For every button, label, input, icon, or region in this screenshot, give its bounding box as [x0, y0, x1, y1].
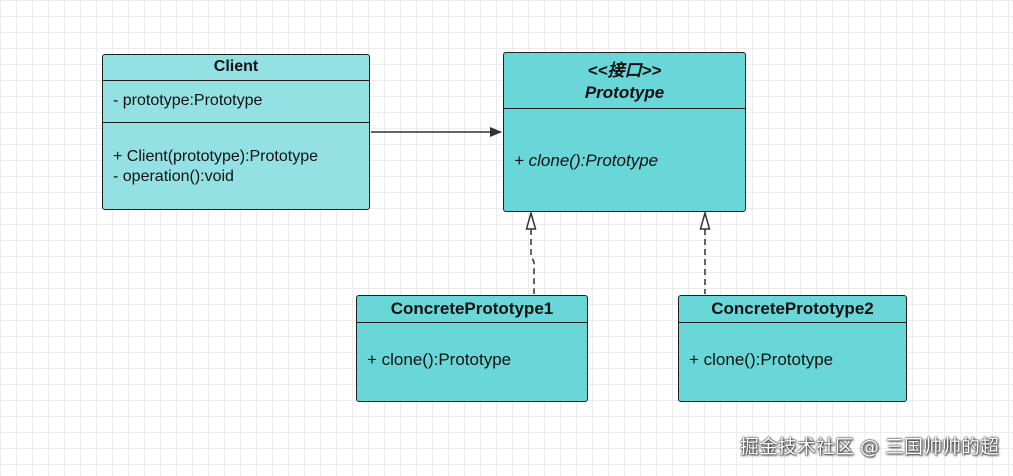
concrete-prototype-1-operations: + clone():Prototype	[357, 323, 587, 370]
concrete-prototype-1-box[interactable]: ConcretePrototype1 + clone():Prototype	[356, 295, 588, 402]
concrete-prototype-2-box[interactable]: ConcretePrototype2 + clone():Prototype	[678, 295, 907, 402]
prototype-header: <<接口>> Prototype	[504, 53, 745, 109]
client-attribute: - prototype:Prototype	[113, 92, 263, 109]
watermark-text: 掘金技术社区 @ 三国帅帅的超	[739, 436, 999, 458]
concrete-prototype-1-name: ConcretePrototype1	[357, 296, 587, 323]
realization-arrow-2	[699, 210, 711, 294]
prototype-stereotype: <<接口>>	[587, 61, 662, 80]
concrete-prototype-2-operation: + clone():Prototype	[689, 350, 834, 369]
concrete-prototype-2-operations: + clone():Prototype	[679, 323, 906, 370]
prototype-operation: + clone():Prototype	[514, 151, 659, 170]
realization-arrow-1	[525, 210, 537, 294]
prototype-interface-name: Prototype	[584, 83, 665, 102]
client-class-name: Client	[103, 55, 369, 81]
concrete-prototype-1-operation: + clone():Prototype	[367, 350, 512, 369]
client-attributes: - prototype:Prototype	[103, 81, 369, 123]
client-operations: + Client(prototype):Prototype - operatio…	[103, 123, 369, 187]
client-class-box[interactable]: Client - prototype:Prototype + Client(pr…	[102, 54, 370, 210]
client-operation: + Client(prototype):Prototype	[113, 148, 318, 165]
concrete-prototype-2-name: ConcretePrototype2	[679, 296, 906, 323]
prototype-operations: + clone():Prototype	[504, 109, 745, 171]
prototype-interface-box[interactable]: <<接口>> Prototype + clone():Prototype	[503, 52, 746, 212]
client-operation: - operation():void	[113, 168, 234, 185]
